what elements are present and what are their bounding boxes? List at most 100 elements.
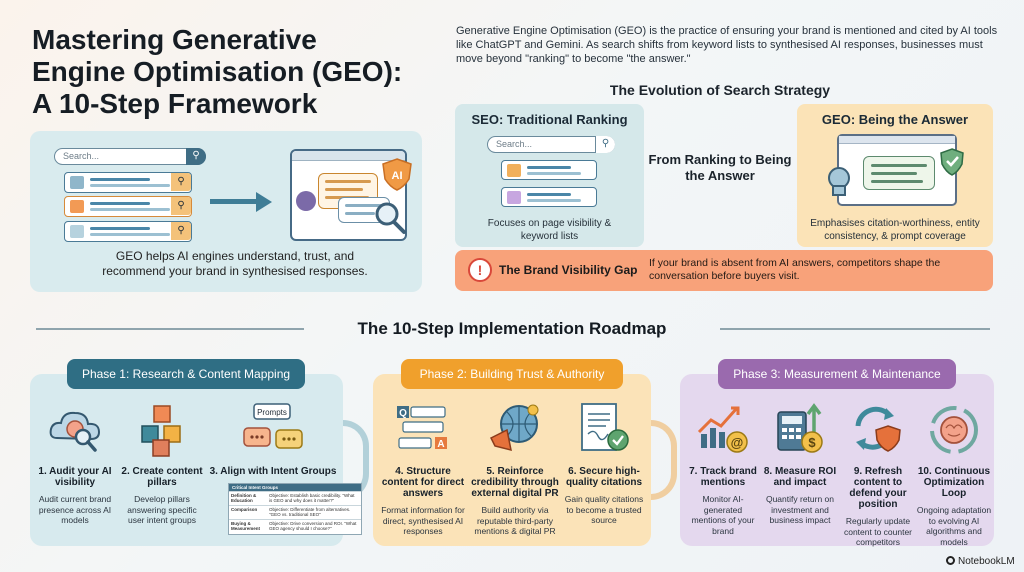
step-6: 6. Secure high-quality citations Gain qu…	[561, 402, 647, 526]
a-label: A	[437, 439, 444, 450]
table-row: Buying & Measurement Objective: Drive co…	[229, 519, 361, 533]
phase-2-panel: Phase 2: Building Trust & Authority Q A …	[373, 359, 651, 546]
step-1-desc: Audit current brand presence across AI m…	[38, 494, 112, 525]
step-10: 10. Continuous Optimization Loop Ongoing…	[916, 402, 992, 547]
refresh-shield-icon	[850, 402, 906, 458]
ai-shield-icon: AI	[382, 158, 412, 191]
step-7-title: 7. Track brand mentions	[689, 466, 757, 488]
phase-connector	[651, 420, 677, 500]
arrow-icon	[210, 199, 258, 204]
hero-caption: GEO helps AI engines understand, trust, …	[102, 249, 368, 278]
q-label: Q	[399, 408, 407, 419]
search-result-item: ⚲	[64, 172, 192, 193]
step-8: $ 8. Measure ROI and impact Quantify ret…	[760, 402, 840, 526]
evolution-center-label: From Ranking to Being the Answer	[648, 152, 792, 183]
search-result-item: ⚲	[64, 221, 192, 242]
step-5: 5. Reinforce credibility through externa…	[469, 402, 561, 537]
step-6-title: 6. Secure high-quality citations	[565, 466, 643, 488]
gap-title: The Brand Visibility Gap	[499, 263, 638, 277]
roadmap-title: The 10-Step Implementation Roadmap	[357, 319, 667, 338]
svg-text:$: $	[808, 435, 816, 450]
step-4: Q A 4. Structure content for direct answ…	[379, 402, 467, 537]
search-result-item: ⚲	[64, 196, 192, 217]
step-4-title: 4. Structure content for direct answers	[381, 466, 465, 499]
phase-3-panel: Phase 3: Measurement & Maintenance @ 7. …	[680, 359, 994, 548]
notebooklm-logo-icon	[946, 556, 955, 565]
step-9-desc: Regularly update content to counter comp…	[843, 516, 913, 547]
evolution-title: The Evolution of Search Strategy	[609, 82, 831, 98]
title-line-2: Engine Optimisation (GEO):	[32, 56, 403, 87]
head-profile-icon	[828, 167, 850, 196]
step-9: 9. Refresh content to defend your positi…	[838, 402, 918, 548]
prompts-label: Prompts	[257, 408, 287, 417]
table-row: Definition & Education Objective: Establ…	[229, 491, 361, 505]
calculator-icon: $	[772, 402, 828, 458]
svg-text:@: @	[731, 435, 744, 450]
arrow-head-icon	[256, 192, 272, 212]
ai-browser-illustration: AI	[290, 149, 412, 241]
check-shield-icon	[940, 148, 964, 176]
roadmap-divider-left	[36, 328, 304, 330]
step-5-title: 5. Reinforce credibility through externa…	[471, 466, 559, 499]
brand-footer: NotebookLM	[946, 556, 1015, 567]
magnifying-glass-icon	[375, 202, 406, 234]
roadmap-divider-right	[720, 328, 990, 330]
qa-icon: Q A	[395, 402, 451, 458]
megaphone-globe-icon	[487, 402, 543, 458]
brain-loop-icon	[926, 402, 982, 458]
step-9-title: 9. Refresh content to defend your positi…	[849, 466, 907, 510]
search-icon: ⚲	[186, 148, 206, 165]
hero-panel: Search... ⚲ ⚲ ⚲ ⚲	[30, 131, 422, 292]
magnifier-icon: ⚲	[171, 173, 191, 191]
geo-card-desc: Emphasises citation-worthiness, entity c…	[810, 218, 980, 242]
search-icon: ⚲	[595, 136, 615, 153]
step-2: 2. Create content pillars Develop pillar…	[118, 402, 206, 526]
magnifier-icon: ⚲	[171, 222, 191, 240]
magnifier-icon: ⚲	[171, 197, 191, 215]
step-2-title: 2. Create content pillars	[121, 466, 203, 488]
geo-browser-illustration	[837, 134, 957, 206]
step-3: Prompts 3. Align with Intent Groups	[206, 402, 340, 477]
certificate-icon	[576, 402, 632, 458]
step-10-desc: Ongoing adaptation to evolving AI algori…	[916, 505, 992, 547]
warning-icon: !	[468, 258, 492, 282]
search-result-item	[501, 187, 597, 207]
brand-label: NotebookLM	[958, 556, 1015, 567]
cloud-brain-icon	[47, 402, 103, 458]
page-title: Mastering Generative Engine Optimisation…	[32, 24, 432, 120]
avatar-icon	[296, 191, 316, 211]
phase-2-label: Phase 2: Building Trust & Authority	[401, 359, 623, 389]
intro-paragraph: Generative Engine Optimisation (GEO) is …	[456, 25, 998, 65]
brand-visibility-gap-banner: ! The Brand Visibility Gap If your brand…	[455, 250, 993, 291]
seo-card-desc: Focuses on page visibility & keyword lis…	[487, 218, 612, 242]
intent-table-header: Critical Intent Groups	[229, 484, 361, 491]
seo-card-title: SEO: Traditional Ranking	[471, 112, 628, 127]
step-1: 1. Audit your AI visibility Audit curren…	[34, 402, 116, 526]
step-3-title: 3. Align with Intent Groups	[209, 466, 337, 477]
step-7: @ 7. Track brand mentions Monitor AI-gen…	[686, 402, 760, 536]
prompts-icon: Prompts	[238, 402, 308, 458]
table-row: Comparison Objective: Differentiate from…	[229, 505, 361, 519]
hero-search-bar: Search... ⚲	[54, 148, 206, 165]
step-5-desc: Build authority via reputable third-part…	[474, 505, 556, 536]
title-line-1: Mastering Generative	[32, 24, 317, 55]
title-line-3: A 10-Step Framework	[32, 88, 318, 119]
seo-card: SEO: Traditional Ranking Search... ⚲ Foc…	[455, 104, 644, 247]
geo-card: GEO: Being the Answer Emphasises citatio…	[797, 104, 993, 247]
seo-search-placeholder: Search...	[496, 139, 533, 149]
gap-text: If your brand is absent from AI answers,…	[649, 257, 941, 282]
search-result-item	[501, 160, 597, 180]
step-8-desc: Quantify return on investment and busine…	[765, 494, 835, 525]
intent-groups-table: Critical Intent Groups Definition & Educ…	[228, 483, 362, 535]
step-6-desc: Gain quality citations to become a trust…	[564, 494, 644, 525]
chart-at-icon: @	[695, 402, 751, 458]
step-4-desc: Format information for direct, synthesis…	[381, 505, 465, 536]
geo-card-title: GEO: Being the Answer	[821, 112, 969, 127]
step-7-desc: Monitor AI-generated mentions of your br…	[691, 494, 755, 536]
ai-badge: AI	[392, 170, 403, 182]
step-10-title: 10. Continuous Optimization Loop	[917, 466, 991, 499]
step-8-title: 8. Measure ROI and impact	[763, 466, 837, 488]
step-1-title: 1. Audit your AI visibility	[38, 466, 112, 488]
cubes-icon	[134, 402, 190, 458]
phase-3-label: Phase 3: Measurement & Maintenance	[718, 359, 956, 389]
